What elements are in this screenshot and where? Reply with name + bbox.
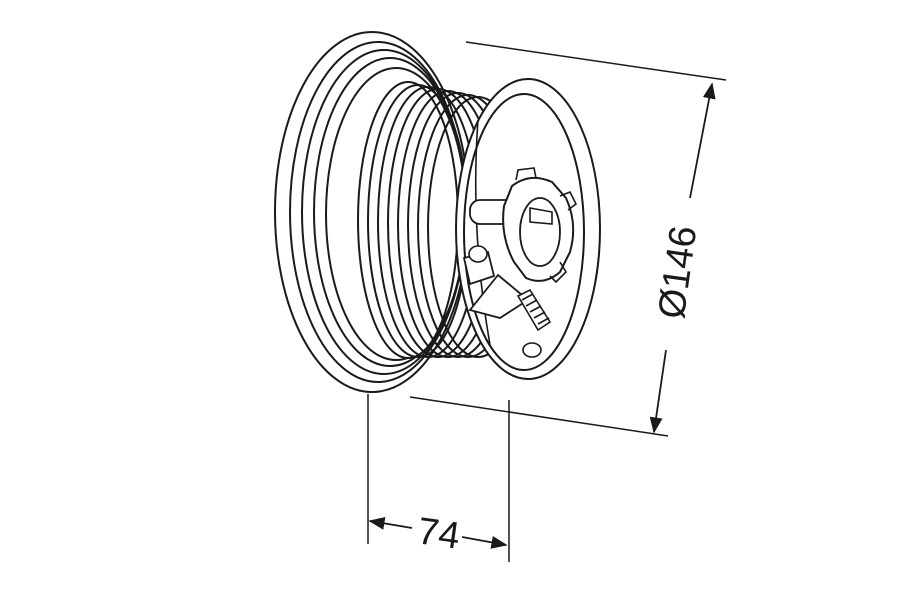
- dimension-line-upper: [689, 82, 716, 199]
- diameter-label: Ø146: [651, 223, 706, 321]
- dimension-line-left: [368, 517, 413, 530]
- cable-drum-icon: [274, 31, 601, 393]
- width-dimension: [367, 394, 510, 562]
- dimension-line-right: [461, 536, 508, 549]
- diameter-dimension: [409, 41, 727, 437]
- set-screw: [516, 288, 552, 332]
- extension-line-top: [465, 41, 727, 81]
- dimension-line-lower: [649, 349, 667, 434]
- drum-grooves: [357, 81, 529, 359]
- width-label: 74: [415, 510, 463, 557]
- extension-line-bottom: [409, 396, 669, 437]
- hub-assembly: [462, 167, 578, 358]
